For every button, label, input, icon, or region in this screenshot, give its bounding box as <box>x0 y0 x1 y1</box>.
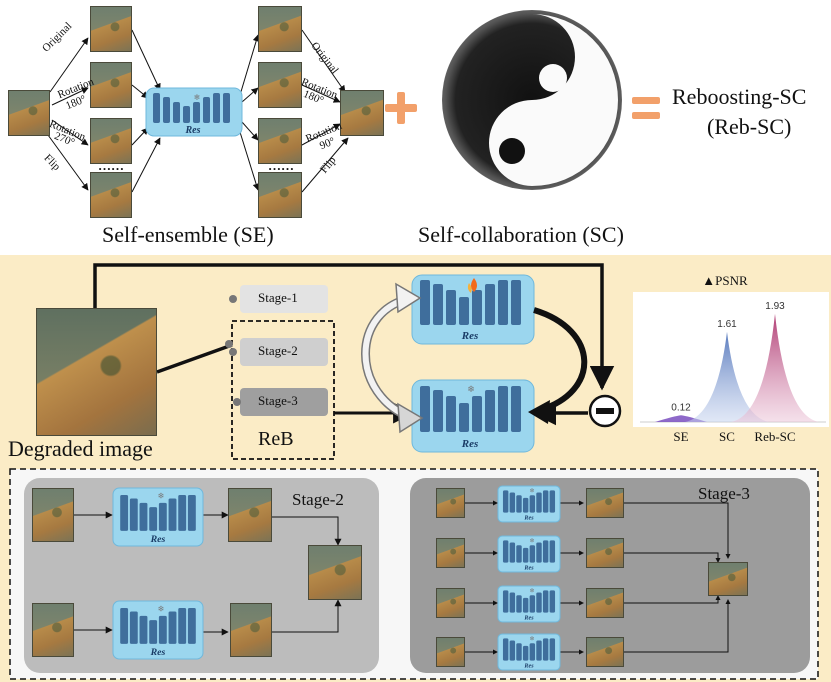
stage3-res-2-label: Res <box>523 565 534 571</box>
psnr-category-label: SC <box>719 429 735 444</box>
se-out-flip <box>258 172 302 218</box>
plus-sign <box>385 92 417 124</box>
stage3-out-1 <box>586 488 624 518</box>
stage2-result <box>308 545 362 600</box>
stage3-out-4 <box>586 637 624 667</box>
yin-yang-symbol <box>442 10 622 190</box>
se-out-rot180 <box>258 62 302 108</box>
se-out-rot270 <box>258 118 302 164</box>
sc-caption: Self-collaboration (SC) <box>418 222 624 247</box>
svg-text:❄: ❄ <box>529 537 534 544</box>
psnr-value-label: 1.61 <box>717 319 737 330</box>
stage3-in-1 <box>436 488 465 518</box>
mid-upper-res-label: Res <box>461 330 479 342</box>
stage-buttons <box>225 285 328 416</box>
stage2-in-bottom <box>32 603 74 657</box>
psnr-category-label: Reb-SC <box>754 429 795 444</box>
stage3-in-4 <box>436 637 465 667</box>
psnr-value-label: 0.12 <box>671 402 691 413</box>
reb-label: ReB <box>258 428 294 450</box>
input-thumb <box>8 90 50 136</box>
mid-lower-res-label: Res <box>461 438 479 450</box>
stage-1-label: Stage-1 <box>258 290 298 305</box>
stage2-out-top <box>228 488 272 542</box>
psnr-peak-sc <box>685 331 769 422</box>
se-label-dots-right: …… <box>268 158 294 173</box>
stage2-res-top-label: Res <box>150 534 166 545</box>
stage3-res-3: ❄ Res <box>497 585 561 623</box>
stage3-title: Stage-3 <box>698 484 750 503</box>
psnr-category-label: SE <box>673 429 688 444</box>
se-thumb-rot180 <box>90 62 132 108</box>
result-line1: Reboosting-SC <box>672 84 807 109</box>
stage3-out-3 <box>586 588 624 618</box>
svg-text:❄: ❄ <box>158 491 165 500</box>
stage3-res-4: ❄ Res <box>497 633 561 671</box>
stage2-res-bottom-label: Res <box>150 647 166 658</box>
stage-3-label: Stage-3 <box>258 393 298 408</box>
result-line2: (Reb-SC) <box>707 114 792 139</box>
stage2-title: Stage-2 <box>292 490 344 509</box>
psnr-value-label: 1.93 <box>765 301 785 312</box>
se-label-dots-left: …… <box>98 158 124 173</box>
top-res-label: Res <box>185 125 201 136</box>
stage3-res-1: ❄ Res <box>497 485 561 523</box>
svg-text:❄: ❄ <box>529 635 534 642</box>
psnr-peak-reb-sc <box>731 313 819 422</box>
psnr-title: ▲PSNR <box>702 273 748 288</box>
stage3-result <box>708 562 748 596</box>
stage3-out-2 <box>586 538 624 568</box>
stage3-res-4-label: Res <box>523 663 534 669</box>
se-thumb-rot270 <box>90 118 132 164</box>
degraded-caption: Degraded image <box>8 436 153 461</box>
top-res-network: ❄ Res <box>145 87 243 137</box>
svg-text:❄: ❄ <box>194 93 201 102</box>
stage-2-label: Stage-2 <box>258 343 298 358</box>
stage2-res-bottom: ❄ Res <box>112 600 204 660</box>
stage3-res-2: ❄ Res <box>497 535 561 573</box>
stage3-res-3-label: Res <box>523 615 534 621</box>
se-caption: Self-ensemble (SE) <box>102 222 274 247</box>
svg-text:❄: ❄ <box>467 384 475 394</box>
stage3-in-3 <box>436 588 465 618</box>
stage3-in-2 <box>436 538 465 568</box>
svg-text:❄: ❄ <box>529 487 534 494</box>
se-thumb-flip <box>90 172 132 218</box>
se-thumb-original <box>90 6 132 52</box>
mid-lower-res: ❄ Res <box>411 379 535 453</box>
stage2-out-bottom <box>230 603 272 657</box>
svg-text:❄: ❄ <box>529 587 534 594</box>
se-out-original <box>258 6 302 52</box>
svg-text:❄: ❄ <box>158 604 165 613</box>
stage2-in-top <box>32 488 74 542</box>
se-result-thumb <box>340 90 384 136</box>
mid-upper-res: Res <box>411 274 535 345</box>
degraded-image <box>36 308 157 436</box>
equals-sign <box>632 97 660 119</box>
stage2-res-top: ❄ Res <box>112 487 204 547</box>
reb-dashed-box <box>231 320 335 460</box>
stage3-panel <box>410 478 810 673</box>
black-curve-arrow <box>533 307 588 413</box>
stage3-res-1-label: Res <box>523 515 534 521</box>
